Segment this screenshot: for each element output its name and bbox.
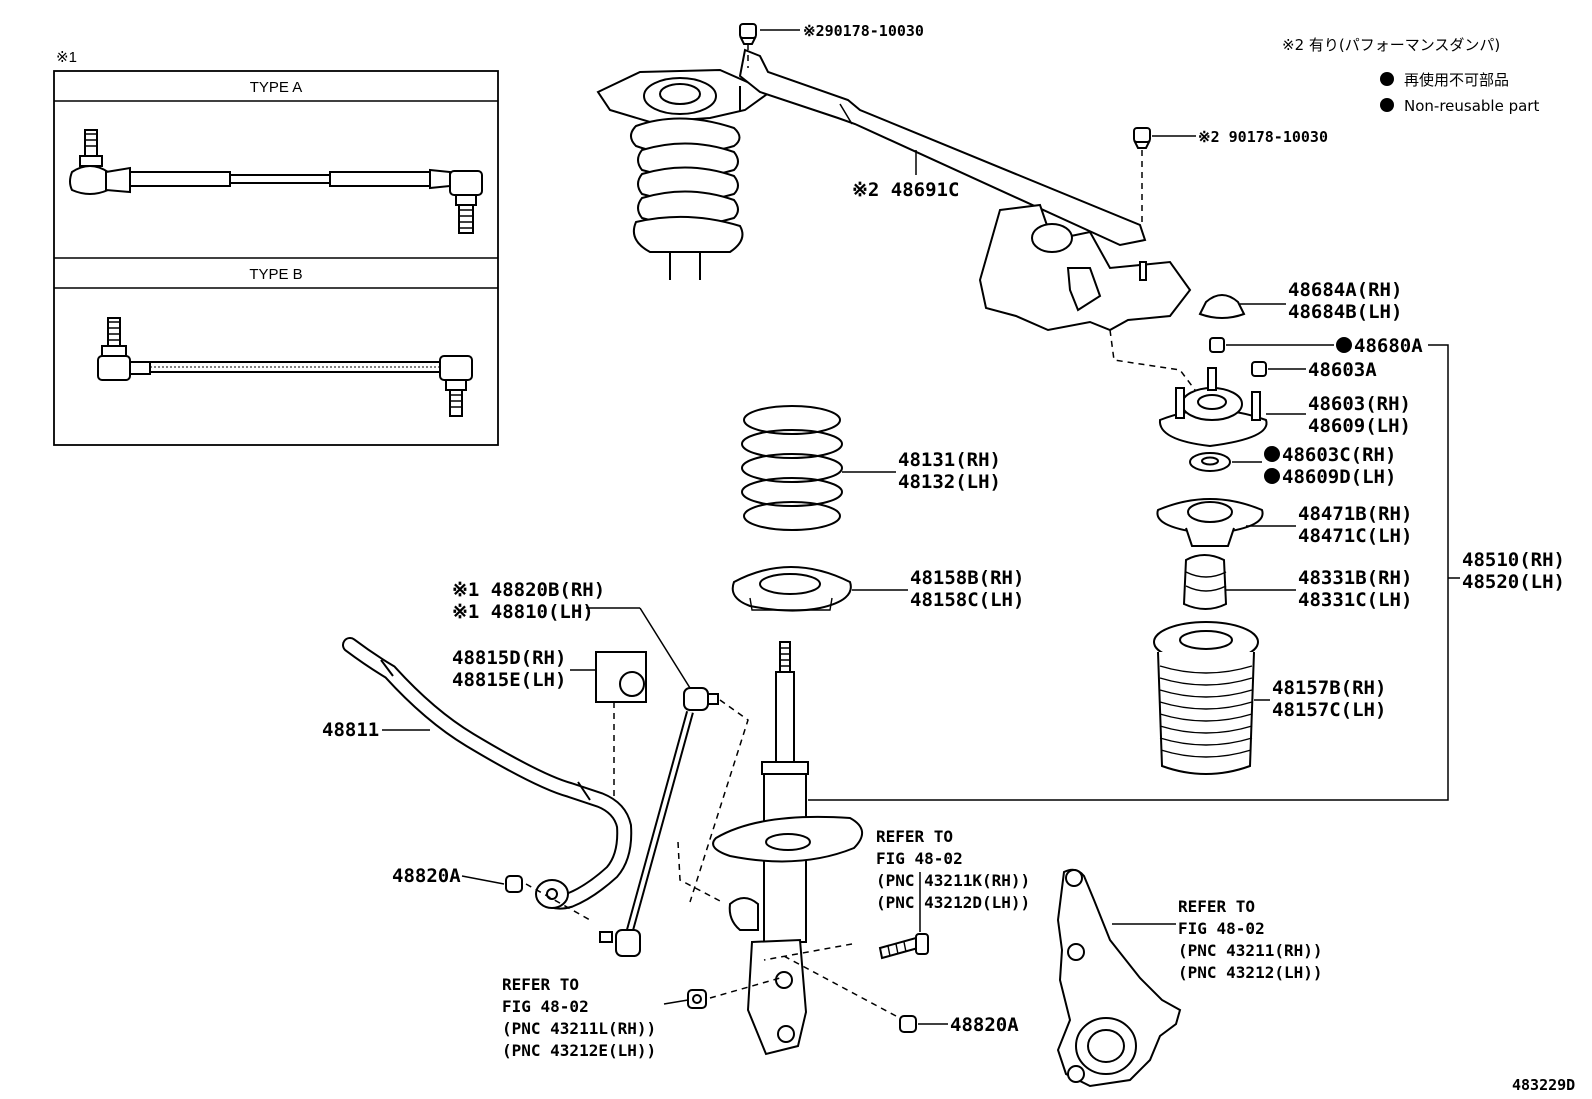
label-insulator-lh: 48158C(LH) [910, 589, 1024, 611]
bolt-dash-line [763, 943, 853, 961]
assembly-dash-line [677, 841, 723, 903]
label-nut-48680a: 48680A [1354, 335, 1423, 357]
ref-nut-line1: REFER TO [502, 975, 579, 994]
flange-bolt-drawing [878, 933, 929, 960]
steering-knuckle-drawing [1056, 868, 1182, 1088]
part-labels: ※290178-10030 ※2 90178-10030 ※2 48691C 4… [322, 22, 1575, 1094]
drawing-number: 483229D [1512, 1076, 1575, 1094]
non-reusable-marker [1264, 468, 1280, 484]
label-cap-lh: 48684B(LH) [1288, 301, 1402, 323]
legend-item-en: Non-reusable part [1404, 97, 1539, 115]
label-seat-upper-lh: 48471C(LH) [1298, 525, 1412, 547]
ref-knuckle-line2: FIG 48-02 [1178, 919, 1265, 938]
ref-bolt: REFER TO FIG 48-02 (PNC 43211K(RH)) (PNC… [876, 827, 1030, 912]
stabilizer-link-drawing [599, 687, 749, 957]
label-link-rh: ※1 48820B(RH) [452, 579, 605, 601]
non-reusable-marker [1336, 337, 1352, 353]
label-support-rh: 48603(RH) [1308, 393, 1411, 415]
label-strut-lh: 48520(LH) [1462, 571, 1565, 593]
ref-knuckle: REFER TO FIG 48-02 (PNC 43211(RH)) (PNC … [1178, 897, 1323, 982]
ref-knuckle-line1: REFER TO [1178, 897, 1255, 916]
flange-nut-drawing [687, 977, 781, 1009]
legend: ※2 有り(パフォーマンスダンパ) 再使用不可部品 Non-reusable p… [1282, 36, 1539, 115]
nut-48680a-drawing [1209, 337, 1225, 353]
performance-damper-drawing [738, 23, 1151, 247]
label-damper-nut-top: ※290178-10030 [803, 22, 924, 40]
stabilizer-bushing-drawing [595, 651, 647, 796]
label-link-lh: ※1 48810(LH) [452, 601, 594, 623]
ref-knuckle-line3: (PNC 43211(RH)) [1178, 941, 1323, 960]
label-nut-48603a: 48603A [1308, 359, 1377, 381]
legend-item-jp: 再使用不可部品 [1404, 71, 1509, 89]
ref-knuckle-line4: (PNC 43212(LH)) [1178, 963, 1323, 982]
ref-bolt-line4: (PNC 43212D(LH)) [876, 893, 1030, 912]
assembled-strut-preview [596, 68, 773, 280]
link-type-inset: ※1 TYPE A TYPE B [53, 49, 499, 446]
label-nut-48820a-left: 48820A [392, 865, 461, 887]
nut-48603a-drawing [1251, 361, 1267, 377]
label-nut-48820a-right: 48820A [950, 1014, 1019, 1036]
stabilizer-bar-drawing [342, 637, 633, 910]
upper-seat-drawing [1156, 498, 1264, 547]
label-bushing-rh: 48815D(RH) [452, 647, 566, 669]
label-bumper-lh: 48331C(LH) [1298, 589, 1412, 611]
label-bumper-rh: 48331B(RH) [1298, 567, 1412, 589]
dust-boot-drawing [1153, 621, 1259, 775]
type-a-title: TYPE A [250, 79, 303, 96]
label-spring-lh: 48132(LH) [898, 471, 1001, 493]
inset-mark: ※1 [56, 49, 77, 66]
ref-nut: REFER TO FIG 48-02 (PNC 43211L(RH)) (PNC… [502, 975, 656, 1060]
body-panel-drawing [978, 203, 1196, 391]
spring-insulator-drawing [731, 566, 852, 612]
leader-lines [382, 29, 1460, 1025]
shock-absorber-drawing [712, 641, 863, 1056]
label-insulator-rh: 48158B(RH) [910, 567, 1024, 589]
legend-marker-en [1380, 98, 1394, 112]
nut-48820a-right-drawing [779, 953, 917, 1033]
label-support-lh: 48609(LH) [1308, 415, 1411, 437]
label-strut-rh: 48510(RH) [1462, 549, 1565, 571]
label-washer-lh: 48609D(LH) [1282, 466, 1396, 488]
label-bushing-lh: 48815E(LH) [452, 669, 566, 691]
legend-note: ※2 有り(パフォーマンスダンパ) [1282, 36, 1500, 54]
label-cap-rh: 48684A(RH) [1288, 279, 1402, 301]
cap-drawing [1198, 294, 1246, 319]
ref-nut-line2: FIG 48-02 [502, 997, 589, 1016]
label-damper: ※2 48691C [852, 179, 959, 201]
ref-bolt-line3: (PNC 43211K(RH)) [876, 871, 1030, 890]
ref-nut-line4: (PNC 43212E(LH)) [502, 1041, 656, 1060]
type-a-link-drawing [69, 129, 483, 234]
washer-drawing [1189, 452, 1231, 472]
nut-48820a-left-drawing [505, 875, 591, 921]
type-b-title: TYPE B [249, 266, 302, 283]
label-washer-rh: 48603C(RH) [1282, 444, 1396, 466]
ref-bolt-line1: REFER TO [876, 827, 953, 846]
label-stabilizer-bar: 48811 [322, 719, 379, 741]
ref-bolt-line2: FIG 48-02 [876, 849, 963, 868]
label-boot-lh: 48157C(LH) [1272, 699, 1386, 721]
legend-marker-jp [1380, 72, 1394, 86]
ref-nut-line3: (PNC 43211L(RH)) [502, 1019, 656, 1038]
upper-support-drawing [1158, 367, 1268, 448]
label-damper-nut-right: ※2 90178-10030 [1198, 128, 1328, 146]
non-reusable-marker [1264, 446, 1280, 462]
label-spring-rh: 48131(RH) [898, 449, 1001, 471]
label-boot-rh: 48157B(RH) [1272, 677, 1386, 699]
bump-stop-drawing [1182, 554, 1228, 610]
coil-spring-drawing [741, 405, 843, 531]
label-seat-upper-rh: 48471B(RH) [1298, 503, 1412, 525]
type-b-link-drawing [97, 317, 473, 417]
